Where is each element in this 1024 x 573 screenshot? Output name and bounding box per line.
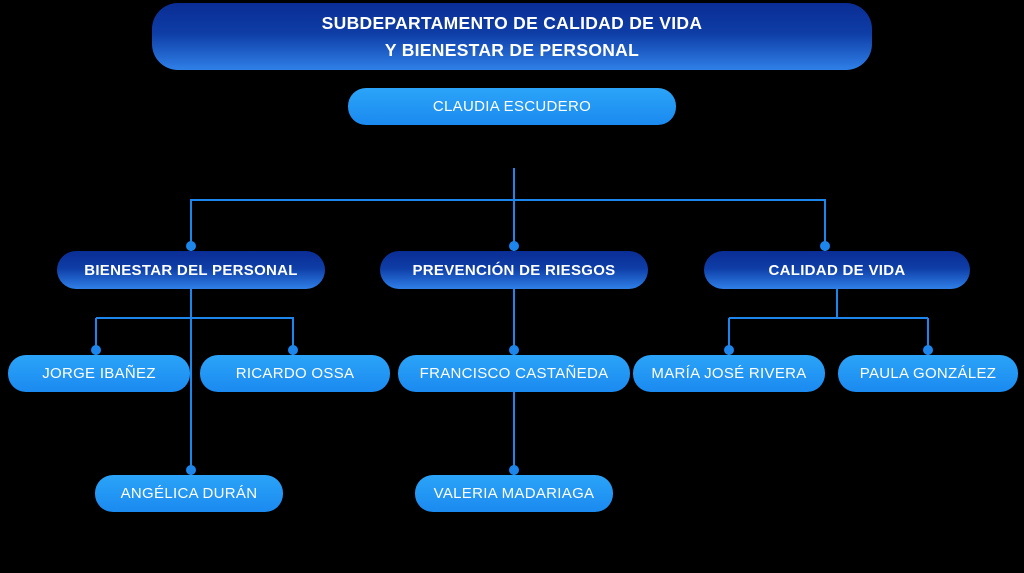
member-node-jorge-ibanez: JORGE IBAÑEZ	[8, 355, 190, 392]
junction-dot-jorge	[91, 345, 101, 355]
connector-prevencion-vertical	[513, 289, 515, 355]
connector-drop-ricardo	[292, 318, 294, 355]
connector-calidad-center-vertical	[836, 289, 838, 318]
junction-dot-bienestar	[186, 241, 196, 251]
member-node-paula-gonzalez: PAULA GONZÁLEZ	[838, 355, 1018, 392]
member-node-ricardo-ossa: RICARDO OSSA	[200, 355, 390, 392]
junction-dot-maria	[724, 345, 734, 355]
junction-dot-ricardo	[288, 345, 298, 355]
connector-bienestar-horizontal	[96, 317, 294, 319]
member-node-francisco-castaneda: FRANCISCO CASTAÑEDA	[398, 355, 630, 392]
connector-bienestar-center-vertical	[190, 289, 192, 475]
junction-dot-prevencion	[509, 241, 519, 251]
org-title-line2: Y BIENESTAR DE PERSONAL	[384, 39, 640, 60]
junction-dot-angelica	[186, 465, 196, 475]
connector-drop-maria	[728, 318, 730, 355]
connector-root-stub	[513, 168, 515, 200]
director-node: CLAUDIA ESCUDERO	[348, 88, 676, 125]
connector-drop-jorge	[95, 318, 97, 355]
connector-level1-horizontal	[190, 199, 826, 201]
branch-header-prevencion: PREVENCIÓN DE RIESGOS	[380, 251, 648, 289]
connector-drop-calidad	[824, 200, 826, 251]
member-node-maria-jose-rivera: MARÍA JOSÉ RIVERA	[633, 355, 825, 392]
connector-drop-bienestar	[190, 200, 192, 251]
org-title-box: SUBDEPARTAMENTO DE CALIDAD DE VIDA Y BIE…	[152, 3, 872, 70]
junction-dot-calidad	[820, 241, 830, 251]
member-node-angelica-duran: ANGÉLICA DURÁN	[95, 475, 283, 512]
junction-dot-paula	[923, 345, 933, 355]
branch-header-calidad: CALIDAD DE VIDA	[704, 251, 970, 289]
member-node-valeria-madariaga: VALERIA MADARIAGA	[415, 475, 613, 512]
branch-header-bienestar: BIENESTAR DEL PERSONAL	[57, 251, 325, 289]
connector-francisco-to-valeria	[513, 391, 515, 475]
connector-calidad-horizontal	[729, 317, 928, 319]
connector-drop-prevencion	[513, 200, 515, 251]
connector-drop-paula	[927, 318, 929, 355]
org-title-line1: SUBDEPARTAMENTO DE CALIDAD DE VIDA	[321, 13, 703, 34]
junction-dot-francisco	[509, 345, 519, 355]
junction-dot-valeria	[509, 465, 519, 475]
